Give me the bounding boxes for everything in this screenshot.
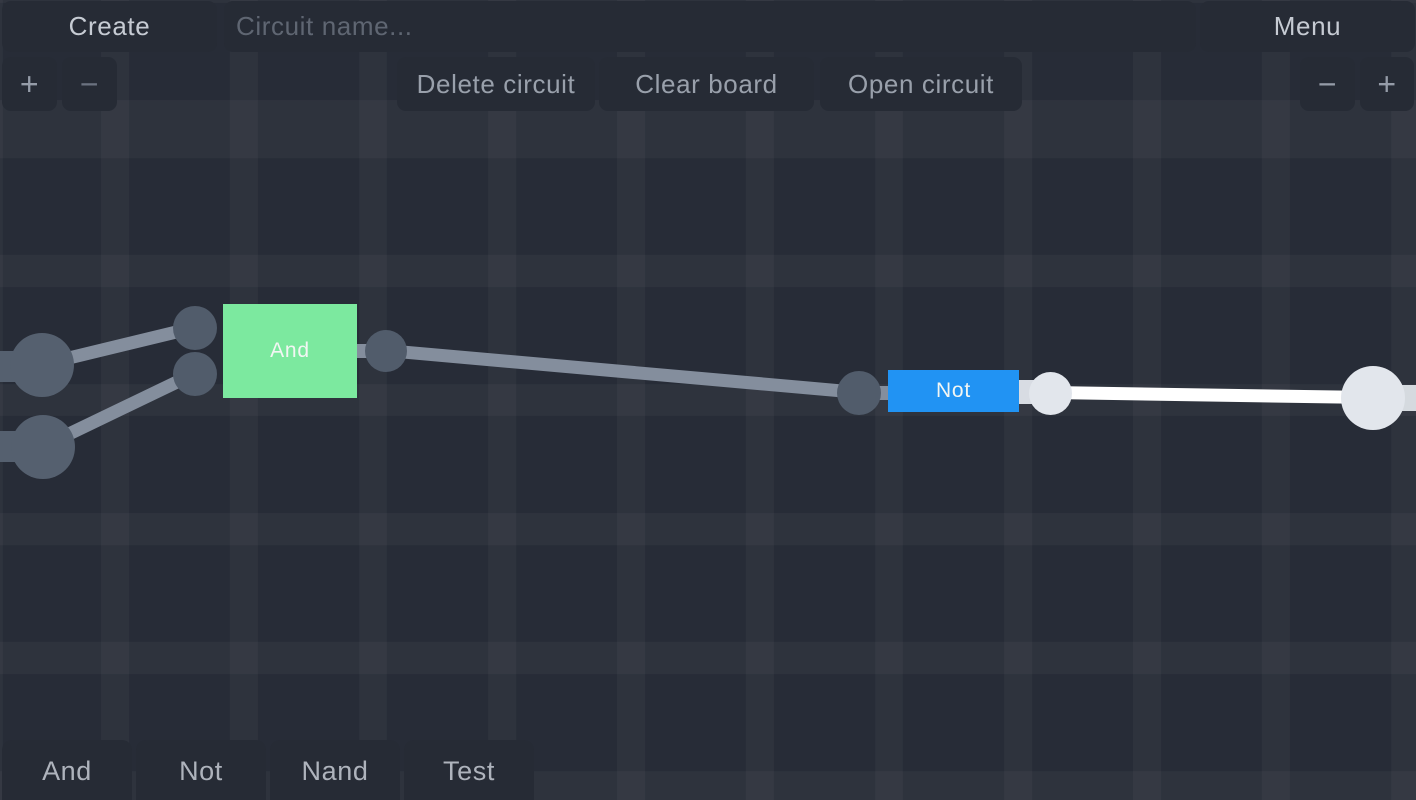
- zoom-in-button-right[interactable]: +: [1360, 57, 1414, 111]
- clear-board-button[interactable]: Clear board: [599, 57, 814, 111]
- and-gate-label: And: [270, 339, 310, 362]
- input-node-2[interactable]: [11, 415, 75, 479]
- create-button[interactable]: Create: [2, 1, 217, 52]
- input-node-1[interactable]: [10, 333, 74, 397]
- not-gate-output-pin[interactable]: [1029, 372, 1072, 415]
- palette-item-test[interactable]: Test: [404, 740, 534, 800]
- and-gate-input-pin-2[interactable]: [173, 352, 217, 396]
- not-gate-input-pin[interactable]: [837, 371, 881, 415]
- wire-and-to-not[interactable]: [385, 344, 860, 399]
- zoom-out-button-right[interactable]: −: [1300, 57, 1355, 111]
- not-gate[interactable]: Not: [888, 370, 1019, 412]
- circuit-name-input[interactable]: [224, 1, 1196, 52]
- open-circuit-button[interactable]: Open circuit: [820, 57, 1022, 111]
- zoom-out-button-left[interactable]: −: [62, 57, 117, 111]
- zoom-in-button-left[interactable]: +: [2, 57, 57, 111]
- delete-circuit-button[interactable]: Delete circuit: [397, 57, 595, 111]
- wire-not-to-output[interactable]: [1049, 386, 1375, 405]
- palette-item-not[interactable]: Not: [136, 740, 266, 800]
- menu-button[interactable]: Menu: [1200, 1, 1415, 52]
- output-node[interactable]: [1341, 366, 1405, 430]
- palette-item-and[interactable]: And: [2, 740, 132, 800]
- not-gate-label: Not: [935, 379, 972, 402]
- and-gate-output-pin[interactable]: [365, 330, 407, 372]
- and-gate[interactable]: And: [223, 304, 357, 398]
- palette-item-nand[interactable]: Nand: [270, 740, 400, 800]
- and-gate-input-pin-1[interactable]: [173, 306, 217, 350]
